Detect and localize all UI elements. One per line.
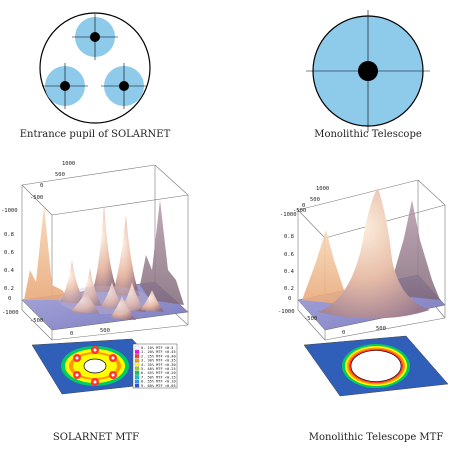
x-projection-wall — [302, 230, 350, 305]
legend-swatch — [134, 354, 140, 358]
legend-entry: 0. 10% MTF <0.5 — [141, 346, 173, 350]
x-tick-label: -1000 — [1, 208, 18, 214]
y-projection-wall — [392, 200, 440, 300]
legend-swatch — [134, 379, 140, 384]
monolithic-contour-map — [303, 335, 449, 397]
x-tick-label: 500 — [310, 197, 320, 203]
legend-swatch — [134, 375, 140, 379]
z-tick-label: 0.4 — [4, 268, 15, 274]
x-projection-wall — [24, 205, 70, 300]
z-tick-label: 0.8 — [284, 234, 294, 240]
y-tick-label: -1000 — [278, 309, 295, 315]
x-tick-label: 0 — [302, 203, 305, 209]
monolithic-mtf-plot: 1000 500 0 -500 -1000 0.8 0.6 0.4 0.2 0 … — [278, 179, 446, 341]
y-tick-label: -1000 — [2, 310, 19, 316]
legend-swatch — [134, 362, 140, 367]
x-tick-label: -500 — [30, 195, 43, 201]
legend-entry: 8. 55% MTF <0.10 — [141, 380, 176, 384]
legend-entry: 6. 45% MTF <0.20 — [141, 371, 176, 375]
caption-solarnet-pupil: Entrance pupil of SOLARNET — [20, 129, 171, 140]
legend-swatch — [134, 383, 140, 388]
sub-aperture-top — [72, 14, 118, 60]
sub-aperture-right — [101, 63, 147, 109]
contour-legend: 0. 10% MTF <0.51. 20% MTF <0.452. 25% MT… — [132, 343, 178, 389]
legend-entry: 9. 60% MTF <0.05 — [141, 384, 176, 388]
legend-entry: 3. 30% MTF <0.35 — [141, 359, 176, 363]
legend-entry: 4. 35% MTF <0.30 — [141, 363, 176, 367]
x-tick-label: 1000 — [316, 186, 329, 192]
z-tick-label: 0 — [8, 296, 11, 302]
z-tick-label: 0 — [288, 296, 291, 302]
z-tick-label: 0.6 — [4, 250, 14, 256]
y-tick-label: 0 — [70, 331, 73, 337]
y-tick-label: 500 — [376, 326, 386, 332]
x-tick-label: 0 — [40, 183, 43, 189]
legend-swatch — [134, 366, 140, 371]
central-obstruction — [358, 61, 378, 81]
legend-entry: 1. 20% MTF <0.45 — [141, 350, 176, 354]
sub-aperture-blobs — [73, 346, 117, 386]
solarnet-pupil-diagram — [39, 12, 151, 124]
z-tick-label: 0.8 — [4, 232, 14, 238]
y-tick-label: 0 — [342, 330, 345, 336]
legend-swatch — [134, 358, 140, 363]
solarnet-contour-map: 0. 10% MTF <0.51. 20% MTF <0.452. 25% MT… — [31, 338, 178, 395]
legend-entry: 2. 25% MTF <0.40 — [141, 354, 176, 358]
y-tick-label: 500 — [100, 328, 110, 334]
central-obstruction — [90, 32, 100, 42]
x-tick-label: 500 — [55, 172, 65, 178]
sub-aperture-left — [42, 63, 88, 109]
y-tick-label: -500 — [30, 318, 43, 324]
x-tick-label: -1000 — [280, 212, 297, 218]
monolithic-pupil-diagram — [306, 10, 430, 132]
legend-swatch — [134, 345, 140, 350]
y-tick-label: -500 — [304, 316, 317, 322]
mtf-peaks — [59, 202, 164, 320]
legend-swatch — [134, 371, 140, 375]
solarnet-mtf-plot: 1000 500 0 -500 -1000 0.8 0.6 0.4 0.2 0 … — [1, 161, 189, 341]
z-tick-label: 0.6 — [284, 252, 294, 258]
legend-swatch — [134, 350, 140, 354]
caption-monolithic-pupil: Monolithic Telescope — [314, 129, 422, 140]
mtf-cone — [318, 188, 430, 319]
x-tick-label: 1000 — [62, 161, 75, 167]
z-tick-label: 0.4 — [284, 269, 295, 275]
legend-entry: 5. 40% MTF <0.25 — [141, 367, 176, 371]
y-projection-wall — [140, 200, 184, 305]
caption-monolithic-mtf: Monolithic Telescope MTF — [309, 432, 444, 443]
z-tick-label: 0.2 — [284, 286, 294, 292]
central-obstruction — [119, 81, 129, 91]
legend-entry: 7. 50% MTF <0.15 — [141, 375, 176, 379]
x-tick-label: -500 — [293, 208, 306, 214]
caption-solarnet-mtf: SOLARNET MTF — [53, 432, 139, 443]
z-tick-label: 0.2 — [4, 286, 14, 292]
central-obstruction — [60, 81, 70, 91]
